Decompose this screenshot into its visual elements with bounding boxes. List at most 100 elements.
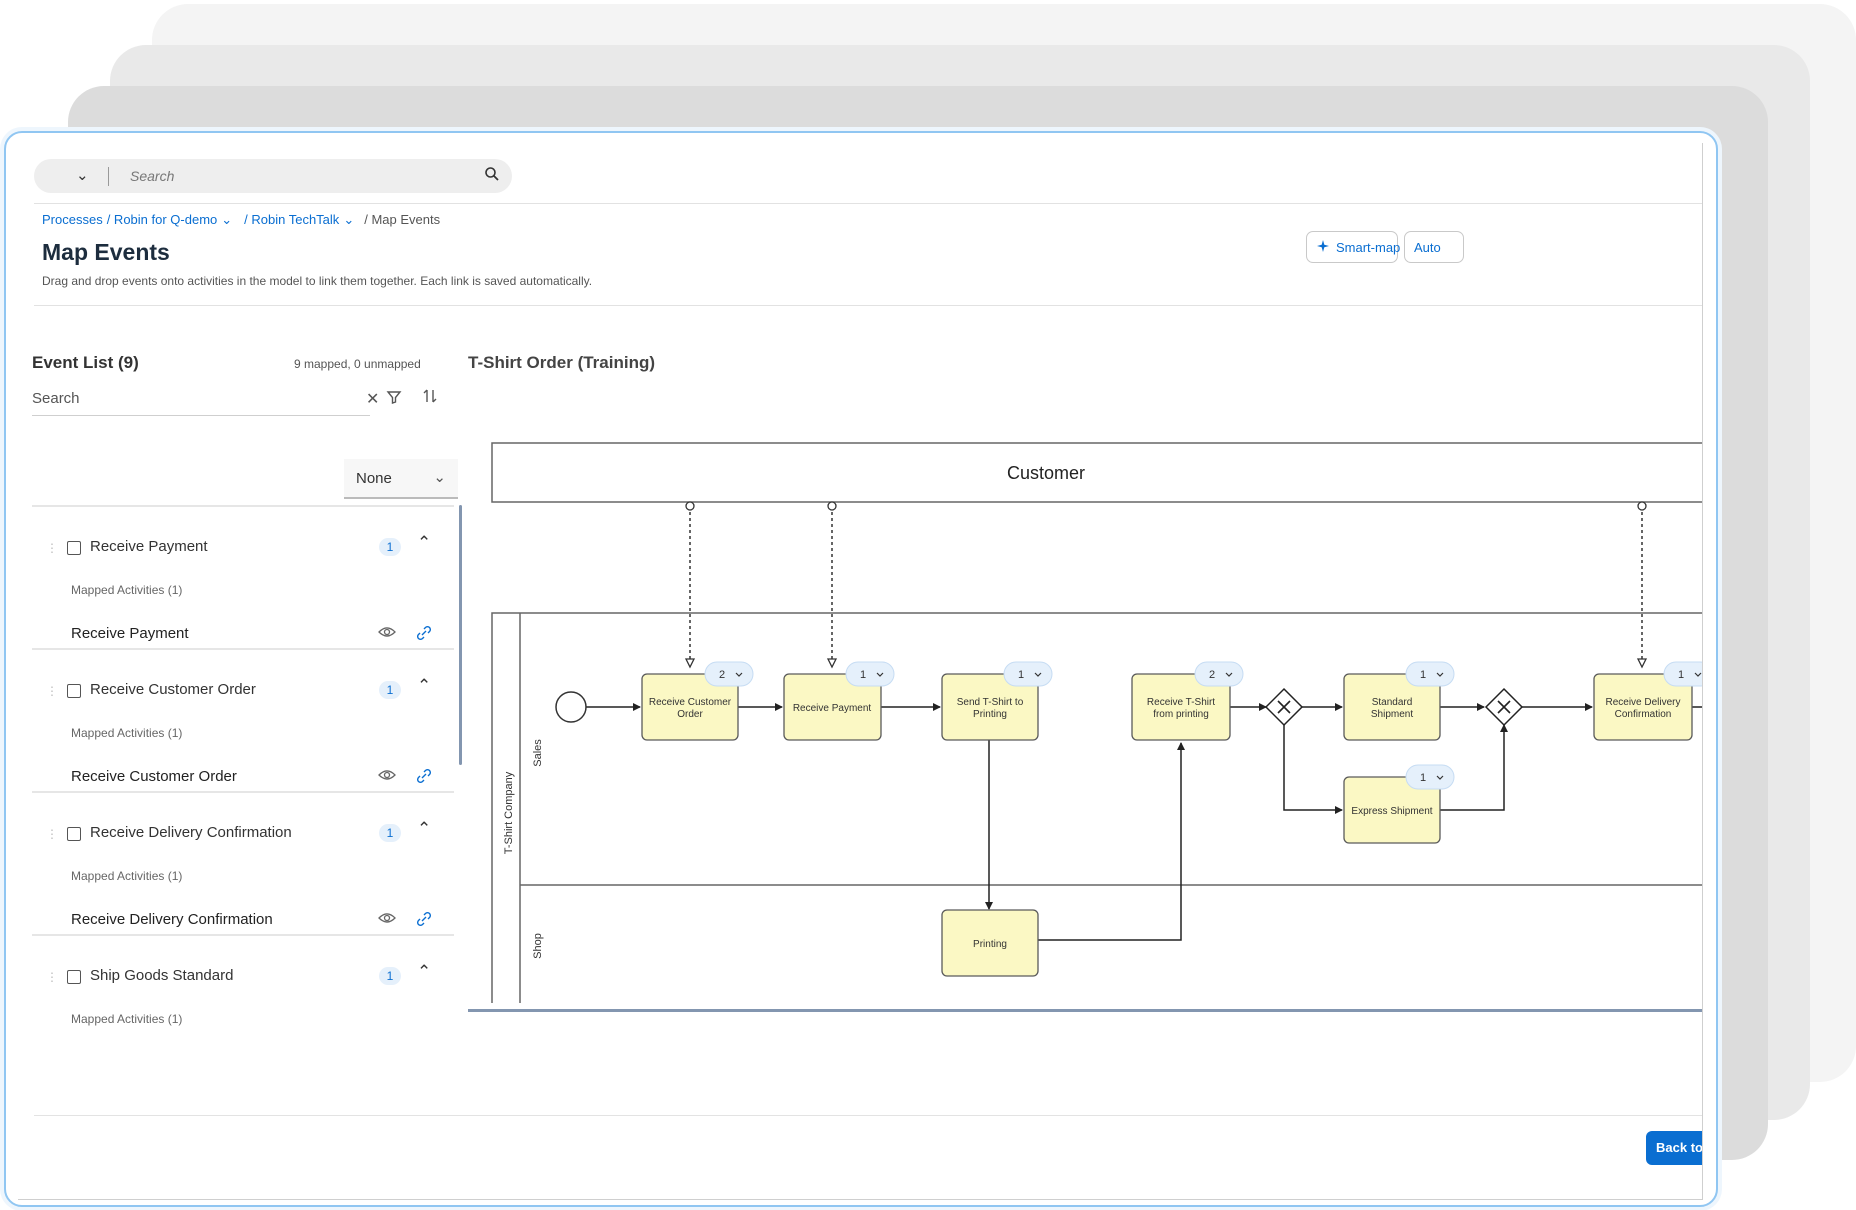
event-card[interactable]: ⋮ Receive Customer Order 1 ⌃ Mapped Acti…	[32, 648, 454, 814]
message-flow-start	[827, 501, 837, 511]
mapping-badge[interactable]: 2	[704, 661, 754, 687]
breadcrumb-robin-for-q-demo[interactable]: / Robin for Q-demo	[106, 212, 218, 227]
task-label: Shipment	[1371, 709, 1413, 720]
sparkle-icon	[1316, 239, 1330, 256]
mapping-badge[interactable]: 2	[1194, 661, 1244, 687]
drag-handle-icon[interactable]: ⋮	[46, 827, 58, 841]
collapse-icon[interactable]: ⌃	[417, 962, 432, 981]
event-search-input[interactable]: Search ✕	[32, 381, 379, 416]
event-checkbox[interactable]	[67, 684, 81, 698]
event-list-title: Event List (9)	[32, 353, 139, 372]
badge-count: 1	[1420, 669, 1426, 681]
badge-count: 1	[1420, 772, 1426, 784]
chevron-down-icon[interactable]: ⌄	[76, 167, 89, 184]
drag-handle-icon[interactable]: ⋮	[46, 970, 58, 984]
event-card[interactable]: ⋮ Receive Payment 1 ⌃ Mapped Activities …	[32, 505, 454, 671]
event-list-scrollbar[interactable]	[459, 505, 462, 765]
mapped-activities-label: Mapped Activities (1)	[71, 1012, 183, 1026]
collapse-icon[interactable]: ⌃	[417, 676, 432, 695]
message-flow-ends	[684, 501, 1648, 669]
task-express-shipment[interactable]: Express Shipment	[1343, 776, 1441, 844]
task-label: Receive Customer	[649, 697, 732, 708]
eye-icon[interactable]	[378, 768, 396, 787]
event-card[interactable]: ⋮ Receive Delivery Confirmation 1 ⌃ Mapp…	[32, 791, 454, 957]
badge-count: 1	[860, 669, 866, 681]
task-receive-tshirt-from-printing[interactable]: Receive T-Shirt from printing	[1131, 673, 1231, 741]
chevron-down-icon[interactable]: ⌄	[221, 212, 233, 227]
search-placeholder[interactable]: Search	[130, 168, 175, 184]
task-label: Order	[677, 709, 703, 720]
badge-count: 1	[1678, 669, 1684, 681]
event-list-summary: 9 mapped, 0 unmapped	[294, 357, 421, 371]
breadcrumb-robin-techtalk[interactable]: / Robin TechTalk	[244, 212, 340, 227]
event-checkbox[interactable]	[67, 970, 81, 984]
task-standard-shipment[interactable]: Standard Shipment	[1343, 673, 1441, 741]
task-label: Receive T-Shirt	[1147, 697, 1215, 708]
event-count-badge: 1	[379, 681, 401, 699]
diagram-title: T-Shirt Order (Training)	[468, 353, 656, 372]
sequence-flow	[1283, 725, 1343, 814]
unlink-icon[interactable]	[416, 911, 432, 932]
group-by-select[interactable]: None ⌄	[344, 459, 458, 499]
drag-handle-icon[interactable]: ⋮	[46, 684, 58, 698]
start-event[interactable]	[555, 691, 587, 723]
eye-icon[interactable]	[378, 911, 396, 930]
chevron-down-icon	[1694, 672, 1702, 677]
event-checkbox[interactable]	[67, 541, 81, 555]
unlink-icon[interactable]	[416, 768, 432, 789]
event-name: Receive Customer Order	[90, 681, 256, 698]
global-search[interactable]: ⌄ Search	[34, 159, 512, 193]
app-content: ⌄ Search Processes/ Robin for Q-demo⌄/ R…	[18, 143, 1703, 1200]
unlink-icon[interactable]	[416, 625, 432, 646]
diagram-scrollbar[interactable]	[468, 1009, 1702, 1012]
company-pool	[491, 612, 1702, 1003]
event-checkbox[interactable]	[67, 827, 81, 841]
company-pool-label: T-Shirt Company	[503, 771, 515, 854]
collapse-icon[interactable]: ⌃	[417, 533, 432, 552]
filter-icon[interactable]	[386, 389, 402, 410]
eye-icon[interactable]	[378, 625, 396, 644]
breadcrumb-current: / Map Events	[364, 212, 441, 227]
search-icon[interactable]	[484, 166, 500, 187]
chevron-down-icon[interactable]: ⌄	[343, 212, 355, 227]
mapping-badge[interactable]: 1	[1663, 661, 1703, 687]
chevron-down-icon	[735, 672, 743, 677]
sort-icon[interactable]	[422, 387, 440, 410]
collapse-icon[interactable]: ⌃	[417, 819, 432, 838]
task-label: Standard	[1372, 697, 1413, 708]
exclusive-gateway[interactable]	[1484, 687, 1524, 727]
footer-divider	[34, 1115, 1702, 1116]
event-name: Receive Delivery Confirmation	[90, 824, 292, 841]
task-receive-customer-order[interactable]: Receive Customer Order	[641, 673, 739, 741]
mapping-badge[interactable]: 1	[1405, 661, 1455, 687]
badge-count: 2	[1209, 669, 1215, 681]
customer-pool-label: Customer	[1007, 463, 1085, 483]
back-button[interactable]: Back to	[1646, 1131, 1702, 1165]
exclusive-gateway[interactable]	[1264, 687, 1304, 727]
task-receive-delivery-confirmation[interactable]: Receive Delivery Confirmation	[1593, 673, 1693, 741]
breadcrumb-processes[interactable]: Processes	[42, 212, 103, 227]
auto-button[interactable]: Auto	[1404, 231, 1464, 263]
clear-icon[interactable]: ✕	[366, 391, 380, 408]
breadcrumb: Processes/ Robin for Q-demo⌄/ Robin Tech…	[42, 212, 444, 228]
mapping-badge[interactable]: 1	[845, 661, 895, 687]
event-count-badge: 1	[379, 824, 401, 842]
badge-count: 2	[719, 669, 725, 681]
smart-map-button[interactable]: Smart-map	[1306, 231, 1400, 263]
event-search-placeholder: Search	[32, 390, 80, 407]
sales-lane-label: Sales	[532, 739, 544, 767]
mapping-badge[interactable]: 1	[1405, 764, 1455, 790]
drag-handle-icon[interactable]: ⋮	[46, 541, 58, 555]
chevron-down-icon	[1225, 672, 1233, 677]
mapping-badge[interactable]: 1	[1003, 661, 1053, 687]
chevron-down-icon	[1034, 672, 1042, 677]
task-label: Receive Payment	[793, 703, 872, 714]
event-name: Ship Goods Standard	[90, 967, 234, 984]
chevron-down-icon: ⌄	[433, 469, 446, 486]
task-receive-payment[interactable]: Receive Payment	[783, 673, 882, 741]
task-send-tshirt-to-printing[interactable]: Send T-Shirt to Printing	[941, 673, 1039, 741]
task-printing[interactable]: Printing	[941, 909, 1039, 977]
event-card[interactable]: ⋮ Ship Goods Standard 1 ⌃ Mapped Activit…	[32, 934, 454, 1100]
message-flow-arrow	[684, 658, 696, 669]
divider	[34, 305, 1702, 306]
